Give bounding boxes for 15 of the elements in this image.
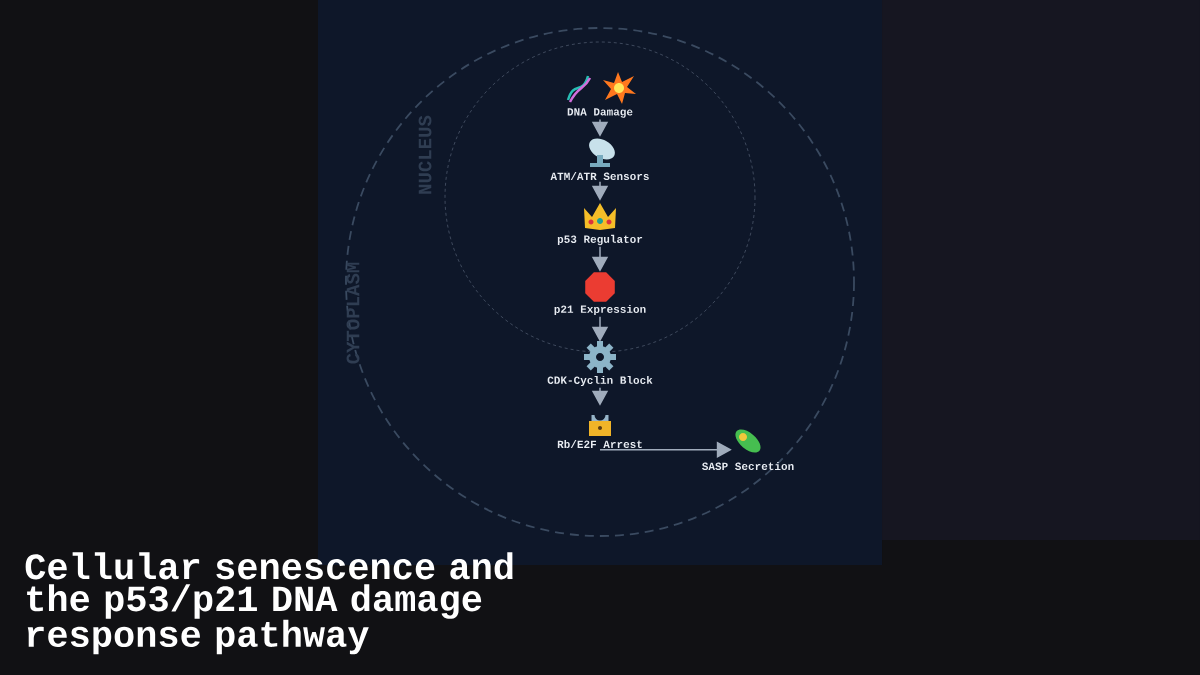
node-label: p53 Regulator: [557, 234, 643, 246]
pathway-step: CDK-Cyclin Block: [547, 341, 653, 387]
pathway-step: DNA Damage: [566, 72, 636, 118]
node-label: DNA Damage: [567, 108, 633, 118]
pathway-step: Rb/E2F Arrest: [557, 413, 642, 449]
node-label: SASP Secretion: [702, 461, 794, 471]
pathway-step: p21 Expression: [554, 272, 646, 316]
node-label: p21 Expression: [554, 304, 646, 316]
pathway-step: p53 Regulator: [557, 203, 643, 246]
title: Cellular senescence and the p53/p21 DNA damage response pathway: [25, 552, 513, 655]
node-label: ATM/ATR Sensors: [550, 171, 649, 181]
node-label: CDK-Cyclin Block: [547, 375, 653, 387]
pathway-step: SASP Secretion: [702, 429, 794, 471]
pathway-step: ATM/ATR Sensors: [550, 138, 649, 181]
node-label: Rb/E2F Arrest: [557, 439, 642, 449]
